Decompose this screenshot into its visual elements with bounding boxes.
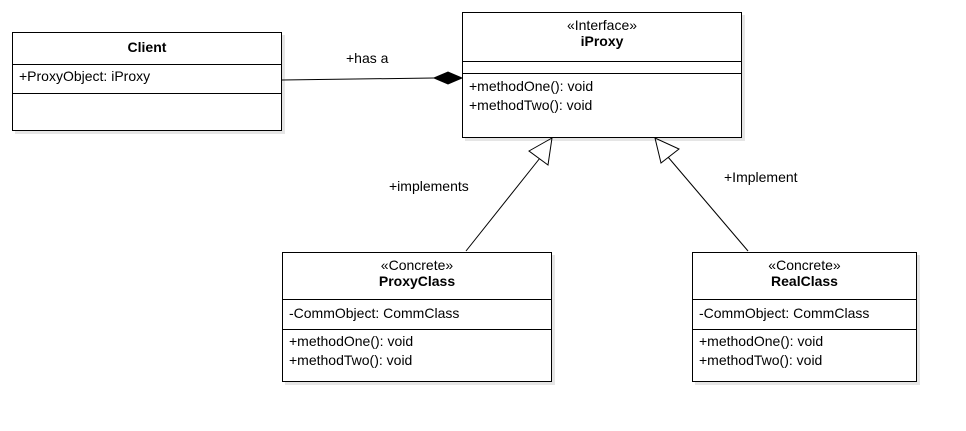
- realclass-attributes: -CommObject: CommClass: [693, 299, 916, 329]
- proxyclass-name: ProxyClass: [378, 273, 456, 289]
- realization-arrow-right: [654, 137, 680, 164]
- client-class[interactable]: Client +ProxyObject: iProxy: [12, 32, 282, 131]
- realclass-stereotype: «Concrete»: [768, 257, 841, 273]
- proxyclass-method: +methodTwo(): void: [289, 352, 413, 368]
- realclass-class[interactable]: «Concrete» RealClass -CommObject: CommCl…: [692, 252, 917, 382]
- realclass-methods: +methodOne(): void +methodTwo(): void: [693, 329, 916, 381]
- has-a-label: +has a: [346, 50, 389, 66]
- realclass-attribute: -CommObject: CommClass: [699, 305, 870, 321]
- implement-label: +Implement: [724, 169, 798, 185]
- proxyclass-methods: +methodOne(): void +methodTwo(): void: [283, 329, 551, 381]
- iproxy-name: iProxy: [580, 33, 624, 49]
- proxyclass-class[interactable]: «Concrete» ProxyClass -CommObject: CommC…: [282, 252, 552, 382]
- iproxy-interface[interactable]: «Interface» iProxy +methodOne(): void +m…: [462, 12, 742, 138]
- iproxy-method: +methodTwo(): void: [469, 97, 593, 113]
- proxyclass-method: +methodOne(): void: [289, 333, 414, 349]
- realclass-header: «Concrete» RealClass: [693, 253, 916, 299]
- client-attribute: +ProxyObject: iProxy: [19, 68, 151, 84]
- has-a-line: [281, 77, 435, 81]
- iproxy-stereotype: «Interface»: [566, 17, 638, 33]
- proxyclass-header: «Concrete» ProxyClass: [283, 253, 551, 299]
- client-attributes: +ProxyObject: iProxy: [13, 64, 281, 93]
- iproxy-header: «Interface» iProxy: [463, 13, 741, 61]
- proxyclass-attributes: -CommObject: CommClass: [283, 299, 551, 329]
- iproxy-attributes: [463, 61, 741, 73]
- implements-label: +implements: [389, 178, 469, 194]
- implements-line: [465, 157, 541, 252]
- client-name: Client: [127, 39, 167, 55]
- client-header: Client: [13, 33, 281, 64]
- iproxy-methods: +methodOne(): void +methodTwo(): void: [463, 73, 741, 137]
- proxyclass-attribute: -CommObject: CommClass: [289, 305, 460, 321]
- iproxy-method: +methodOne(): void: [469, 78, 594, 94]
- realclass-method: +methodOne(): void: [699, 333, 824, 349]
- realclass-method: +methodTwo(): void: [699, 352, 823, 368]
- client-methods: [13, 93, 281, 130]
- proxyclass-stereotype: «Concrete»: [380, 257, 454, 273]
- implement-line: [667, 156, 749, 252]
- realclass-name: RealClass: [771, 273, 838, 289]
- composition-diamond: [432, 71, 464, 85]
- realization-arrow-left: [528, 137, 553, 166]
